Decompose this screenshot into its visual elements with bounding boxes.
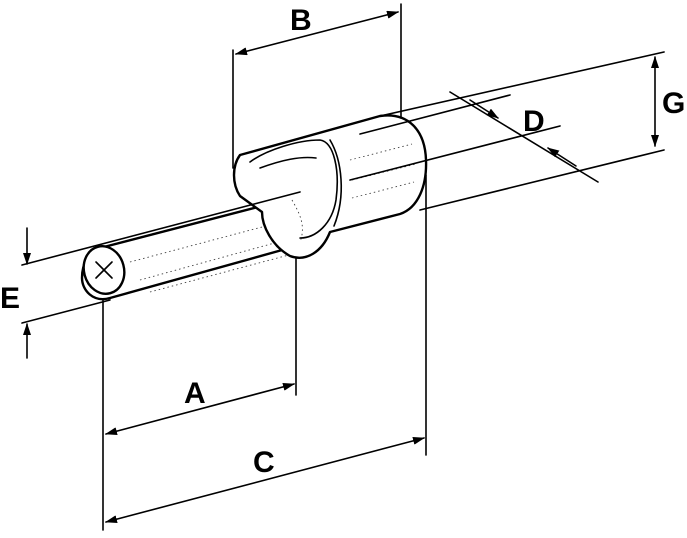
dim-d-arrow-bottom: [547, 147, 577, 167]
dimension-lines: [21, 3, 665, 531]
dim-a-line: [105, 382, 295, 436]
label-g: G: [662, 87, 685, 120]
ferrule-collar: [232, 114, 428, 259]
label-b: B: [290, 4, 312, 37]
dim-c-line: [105, 436, 425, 524]
label-c: C: [253, 446, 275, 479]
label-e: E: [0, 282, 20, 315]
dim-b-line: [235, 10, 399, 56]
dim-d-ext-top: [359, 94, 511, 135]
dim-d-line: [449, 91, 599, 183]
dim-g-ext-bottom: [419, 149, 665, 211]
dim-d-arrow-top: [469, 99, 499, 119]
dim-e-ext-top: [21, 191, 301, 266]
dim-e-ext-bottom: [21, 299, 111, 324]
dim-d-ext-bottom: [349, 125, 561, 181]
ferrule-drawing: [80, 114, 428, 301]
label-a: A: [184, 377, 206, 410]
label-d: D: [523, 105, 545, 138]
dim-g-ext-top: [379, 51, 665, 117]
